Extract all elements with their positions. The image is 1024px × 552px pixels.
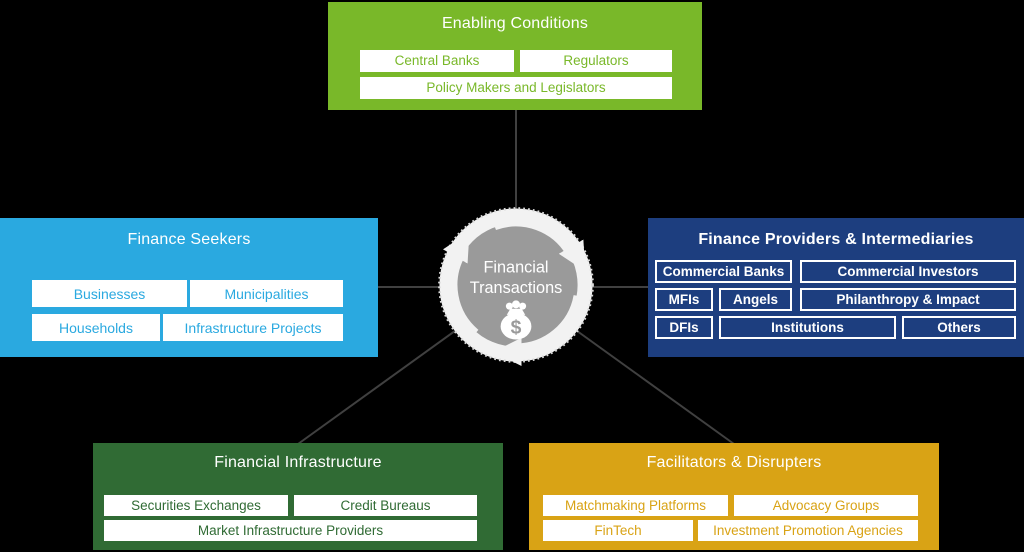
chip-philanthropy-impact: Philanthropy & Impact bbox=[800, 288, 1016, 311]
dollar-sign: $ bbox=[511, 316, 522, 338]
facilitators-disrupters-items: Matchmaking Platforms Advocacy Groups Fi… bbox=[529, 495, 939, 541]
chip-investment-promotion-agencies: Investment Promotion Agencies bbox=[698, 520, 918, 541]
chip-households: Households bbox=[32, 314, 160, 341]
hub-inner-circle bbox=[454, 223, 578, 347]
finance-seekers-items: Businesses Municipalities Households Inf… bbox=[0, 280, 378, 341]
chip-matchmaking-platforms: Matchmaking Platforms bbox=[543, 495, 728, 516]
financial-infrastructure-title: Financial Infrastructure bbox=[214, 454, 382, 471]
chip-businesses: Businesses bbox=[32, 280, 187, 307]
chip-institutions: Institutions bbox=[719, 316, 896, 339]
facilitators-disrupters-box: Facilitators & Disrupters Matchmaking Pl… bbox=[529, 443, 939, 550]
item-row: Market Infrastructure Providers bbox=[104, 520, 477, 541]
financial-transactions-hub: Financial Transactions $ bbox=[438, 207, 594, 367]
finance-seekers-title: Finance Seekers bbox=[127, 231, 251, 248]
finance-providers-title: Finance Providers & Intermediaries bbox=[698, 231, 974, 248]
chip-angels: Angels bbox=[719, 288, 792, 311]
chip-commercial-banks: Commercial Banks bbox=[655, 260, 792, 283]
chip-dfis: DFIs bbox=[655, 316, 713, 339]
financial-infrastructure-items: Securities Exchanges Credit Bureaus Mark… bbox=[93, 495, 503, 541]
chip-infrastructure-projects: Infrastructure Projects bbox=[163, 314, 343, 341]
money-bag-icon: $ bbox=[500, 300, 532, 340]
hub-label-line1: Financial bbox=[483, 259, 548, 277]
chip-regulators: Regulators bbox=[520, 50, 672, 72]
chip-others: Others bbox=[902, 316, 1016, 339]
chip-fintech: FinTech bbox=[543, 520, 693, 541]
chip-mfis: MFIs bbox=[655, 288, 713, 311]
finance-providers-items: Commercial Banks Commercial Investors MF… bbox=[648, 260, 1024, 339]
chip-advocacy-groups: Advocacy Groups bbox=[734, 495, 918, 516]
item-row: Securities Exchanges Credit Bureaus bbox=[104, 495, 477, 516]
item-row: Matchmaking Platforms Advocacy Groups bbox=[543, 495, 918, 516]
chip-credit-bureaus: Credit Bureaus bbox=[294, 495, 477, 516]
chip-central-banks: Central Banks bbox=[360, 50, 514, 72]
finance-providers-box: Finance Providers & Intermediaries Comme… bbox=[648, 218, 1024, 357]
financial-infrastructure-box: Financial Infrastructure Securities Exch… bbox=[93, 443, 503, 550]
item-row: MFIs Angels Philanthropy & Impact bbox=[655, 288, 1016, 311]
enabling-conditions-title: Enabling Conditions bbox=[441, 15, 589, 32]
item-row: Central Banks Regulators bbox=[360, 50, 672, 72]
item-row: Commercial Banks Commercial Investors bbox=[655, 260, 1016, 283]
item-row: FinTech Investment Promotion Agencies bbox=[543, 520, 918, 541]
chip-policy-makers: Policy Makers and Legislators bbox=[360, 77, 672, 99]
item-row: Businesses Municipalities bbox=[32, 280, 343, 307]
item-row: Policy Makers and Legislators bbox=[360, 77, 672, 99]
hub-label-line2: Transactions bbox=[470, 279, 563, 297]
chip-market-infrastructure-providers: Market Infrastructure Providers bbox=[104, 520, 477, 541]
enabling-conditions-items: Central Banks Regulators Policy Makers a… bbox=[328, 50, 702, 99]
recycle-arrows-icon bbox=[440, 209, 591, 367]
chip-municipalities: Municipalities bbox=[190, 280, 343, 307]
item-row: Households Infrastructure Projects bbox=[32, 314, 343, 341]
finance-seekers-box: Finance Seekers Businesses Municipalitie… bbox=[0, 218, 378, 357]
chip-commercial-investors: Commercial Investors bbox=[800, 260, 1016, 283]
chip-securities-exchanges: Securities Exchanges bbox=[104, 495, 288, 516]
facilitators-disrupters-title: Facilitators & Disrupters bbox=[646, 454, 822, 471]
enabling-conditions-box: Enabling Conditions Central Banks Regula… bbox=[328, 2, 702, 110]
item-row: DFIs Institutions Others bbox=[655, 316, 1016, 339]
